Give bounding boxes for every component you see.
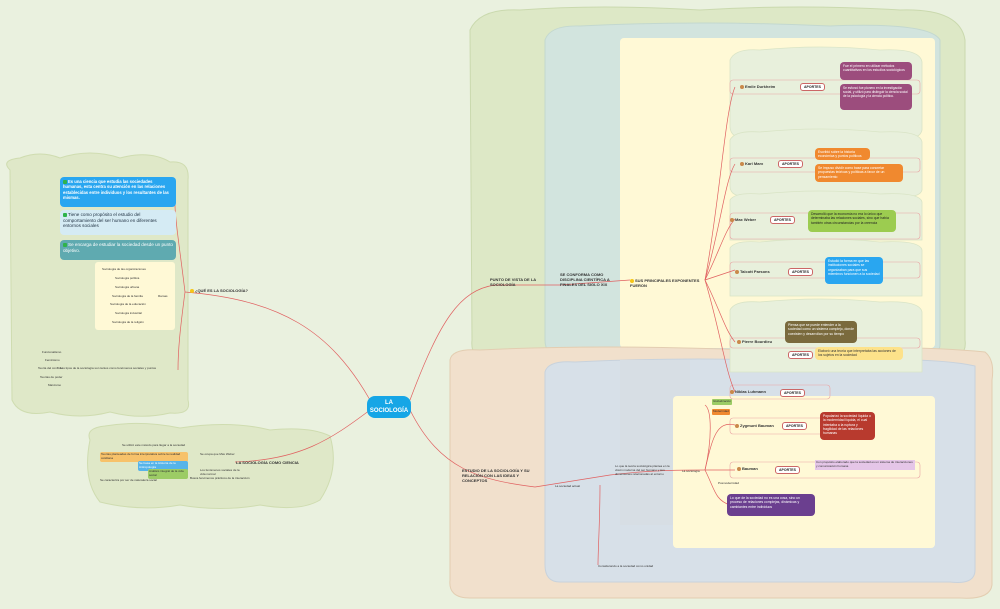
right-upper-sub[interactable]: SE CONFORMA COMO DISCIPLINA CIENTÍFICA A…: [560, 272, 610, 287]
bulb-icon: [190, 288, 194, 293]
bauman-detail[interactable]: Con propósito elaborado que la sociedad …: [815, 460, 915, 470]
ciencia-item-7[interactable]: Busca fenómenos prácticos de la interacc…: [190, 476, 250, 480]
aportes-luhmann[interactable]: APORTES: [780, 389, 805, 398]
rama-item-5[interactable]: Sociología industrial: [115, 311, 142, 315]
ciencia-item-4[interactable]: Análisis integral de la vida social: [148, 469, 188, 479]
person-icon: [737, 339, 741, 344]
bulb-icon: [630, 278, 634, 283]
rama-item-2[interactable]: Sociología urbana: [115, 285, 140, 289]
ciencia-item-1[interactable]: Se ocupa que Max Weber: [200, 452, 235, 456]
aportes-parsons[interactable]: APORTES: [788, 268, 813, 277]
person-icon: [730, 217, 734, 222]
aporte-marx-1[interactable]: Escribió sobre la historia económica y p…: [815, 148, 870, 160]
footer-note[interactable]: Considerando a la sociedad como unidad: [598, 564, 654, 568]
tag-2[interactable]: Posmodernidad: [718, 481, 740, 485]
rama-item-1[interactable]: Sociología política: [115, 276, 140, 280]
aporte-bauman-1[interactable]: Popularizó la sociedad líquida o la mode…: [820, 412, 875, 440]
tipo-item-0[interactable]: Funcionalismo: [42, 350, 62, 354]
person-icon: [737, 466, 741, 471]
exponents-label[interactable]: SUS PRINCIPALES EXPONENTES FUERON: [630, 278, 700, 288]
ciencia-item-6[interactable]: Los fenómenos sociales de la vida normal: [200, 468, 240, 476]
exponent-bauman[interactable]: Zygmunt Bauman: [735, 423, 780, 428]
definition-3[interactable]: Se encarga de estudiar la sociedad desde…: [60, 240, 176, 260]
rama-item-6[interactable]: Sociología de la religión: [112, 320, 144, 324]
concept-label[interactable]: Lo que la teoría sociológica plantea en …: [615, 464, 670, 476]
aporte-durkheim-2[interactable]: Se esforzó fue pionero en la investigaci…: [840, 84, 912, 110]
tipos-label[interactable]: Los tipos de la sociología son tantos co…: [60, 366, 157, 370]
definition-1[interactable]: Es una ciencia que estudia las sociedade…: [60, 177, 176, 207]
aporte-parsons-1[interactable]: Estudió la forma en que las institucione…: [825, 257, 883, 284]
tipo-item-2[interactable]: Teoría del conflicto: [38, 366, 64, 370]
rama-item-3[interactable]: Sociología de la familia: [112, 294, 143, 298]
ramas-label: Ramas: [158, 294, 168, 298]
rama-item-0[interactable]: Sociología de las organizaciones: [102, 267, 146, 271]
ciencia-item-5[interactable]: Se caracteriza por ser de naturaleza soc…: [100, 478, 157, 482]
connector-lines: [174, 86, 736, 566]
cloud-bottom-left: [87, 422, 334, 509]
aportes-durkheim[interactable]: APORTES: [800, 83, 825, 92]
root-node[interactable]: LA SOCIOLOGÍA: [367, 396, 411, 418]
sociology-label[interactable]: La sociología: [682, 469, 700, 473]
check-icon: [63, 179, 67, 184]
ciencia-item-3[interactable]: Se basa en la Historia de la Antropologí…: [138, 461, 188, 471]
aportes-bauman[interactable]: APORTES: [782, 422, 807, 431]
person-icon: [740, 84, 744, 89]
exponent-durkheim[interactable]: Emile Durkheim: [740, 84, 800, 89]
ciencia-item-2[interactable]: Teorías planteadas de forma interpretati…: [100, 452, 188, 462]
aporte-durkheim-1[interactable]: Fue el primero en utilizar métodos cuant…: [840, 62, 912, 80]
tipo-item-3[interactable]: Teorías de poder: [40, 375, 63, 379]
aportes-bourdieu[interactable]: APORTES: [788, 351, 813, 360]
right-lower-branch[interactable]: ESTUDIO DE LA SOCIOLOGÍA Y SU RELACIÓN C…: [462, 468, 530, 483]
aportes-weber[interactable]: APORTES: [770, 216, 795, 225]
bottom-note[interactable]: Lo que de la sociedad no es una cosa, si…: [727, 494, 815, 516]
aporte-bourdieu-1[interactable]: Piensa que se puede entender a la socied…: [785, 321, 857, 343]
aporte-marx-2[interactable]: Se impuso dividir como base para concret…: [815, 164, 903, 182]
aporte-weber-1[interactable]: Desarrolló que la economía no era lo úni…: [808, 210, 896, 232]
check-icon: [63, 242, 67, 247]
person-icon: [740, 161, 744, 166]
exponent-weber[interactable]: Max Weber: [730, 217, 775, 222]
aporte-bourdieu-2[interactable]: Elaboró una teoría que interpretaba las …: [815, 347, 903, 360]
tag-0[interactable]: Globalización: [712, 399, 733, 405]
definition-2[interactable]: Tiene como propósito el estudio del comp…: [60, 210, 176, 235]
ramas-panel: [95, 262, 175, 330]
exponent-luhmann[interactable]: Niklas Luhmann: [730, 389, 775, 394]
exponent-marx[interactable]: Karl Marx: [740, 161, 790, 166]
check-icon: [63, 212, 67, 217]
tipo-item-4[interactable]: Marxismo: [48, 383, 62, 387]
aportes-marx[interactable]: APORTES: [778, 160, 803, 169]
exponent-parsons[interactable]: Talcott Parsons: [735, 269, 790, 274]
right-lower-sub[interactable]: La sociedad actual: [555, 484, 581, 488]
exponent-bourdieu[interactable]: Pierre Bourdieu: [737, 339, 792, 344]
tag-1[interactable]: Modernidad: [712, 409, 730, 415]
bottom-left-title[interactable]: LA SOCIOLOGÍA COMO CIENCIA: [236, 460, 299, 465]
right-upper-branch[interactable]: PUNTO DE VISTA DE LA SOCIOLOGÍA: [490, 277, 537, 287]
person-icon: [735, 269, 739, 274]
root-title: LA SOCIOLOGÍA: [369, 400, 409, 414]
rama-item-4[interactable]: Sociología de la educación: [110, 302, 146, 306]
person-icon: [735, 423, 739, 428]
exponent-bauman-2[interactable]: Bauman: [737, 466, 767, 471]
tipo-item-1[interactable]: Feminismo: [45, 358, 60, 362]
person-icon: [730, 389, 734, 394]
aportes-bauman-2[interactable]: APORTES: [775, 466, 800, 475]
ciencia-item-0[interactable]: Se utilizó este método para llegar a la …: [122, 443, 186, 447]
left-branch-title[interactable]: ¿QUÉ ES LA SOCIOLOGÍA?: [190, 288, 270, 293]
